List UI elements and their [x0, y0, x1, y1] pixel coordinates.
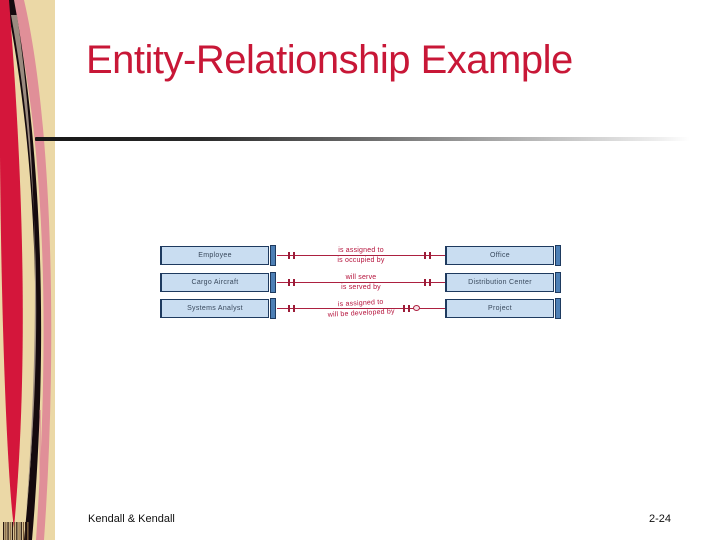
entity-employee: Employee — [160, 245, 276, 266]
relationship-label: will serve is served by — [301, 273, 421, 292]
strip-red-tie — [0, 0, 23, 528]
entity-box: Cargo Aircraft — [160, 273, 269, 292]
cardinality-tick — [288, 305, 290, 312]
entity-office: Office — [445, 245, 561, 266]
entity-label: Employee — [198, 252, 232, 259]
cardinality-tick — [408, 305, 410, 312]
entity-distribution-center: Distribution Center — [445, 272, 561, 293]
cardinality-tick — [429, 279, 431, 286]
relationship-label: is assigned to will be developed by — [296, 296, 427, 322]
relationship-label: is assigned to is occupied by — [301, 246, 421, 265]
entity-systems-analyst: Systems Analyst — [160, 298, 276, 319]
entity-box: Employee — [160, 246, 269, 265]
entity-3d-bar — [555, 298, 561, 319]
cardinality-tick — [288, 279, 290, 286]
cardinality-tick — [293, 305, 295, 312]
relationship-phrase-forward: is assigned to — [338, 247, 384, 254]
entity-label: Cargo Aircraft — [191, 279, 239, 286]
strip-fringe — [3, 522, 29, 540]
footer-author: Kendall & Kendall — [88, 513, 175, 525]
cardinality-tick — [293, 279, 295, 286]
relationship-line — [277, 308, 445, 309]
title-separator — [35, 137, 690, 141]
entity-cargo-aircraft: Cargo Aircraft — [160, 272, 276, 293]
relationship-phrase-reverse: is served by — [341, 283, 381, 291]
relationship-line — [277, 255, 445, 256]
decorative-side-strip — [0, 0, 55, 540]
entity-box: Project — [445, 299, 554, 318]
cardinality-tick — [424, 279, 426, 286]
entity-project: Project — [445, 298, 561, 319]
strip-gray-ribbon — [11, 15, 37, 515]
relationship-phrase-reverse: is occupied by — [337, 256, 385, 264]
er-row-analyst-project: Systems Analyst is assigned to will be d… — [160, 298, 562, 319]
entity-3d-bar — [270, 272, 276, 293]
er-row-aircraft-center: Cargo Aircraft will serve is served by D… — [160, 272, 562, 293]
entity-label: Distribution Center — [468, 279, 532, 286]
strip-pink-ribbon — [12, 0, 52, 540]
entity-3d-bar — [270, 298, 276, 319]
cardinality-tick — [403, 305, 405, 312]
relationship-phrase-forward: will serve — [345, 274, 377, 281]
er-row-employee-office: Employee is assigned to is occupied by O… — [160, 245, 562, 266]
cardinality-tick — [288, 252, 290, 259]
entity-box: Office — [445, 246, 554, 265]
entity-box: Systems Analyst — [160, 299, 269, 318]
strip-black-ribbon — [6, 0, 42, 540]
slide-title: Entity-Relationship Example — [86, 38, 573, 82]
cardinality-tick — [293, 252, 295, 259]
cardinality-tick — [429, 252, 431, 259]
relationship-line — [277, 282, 445, 283]
entity-label: Systems Analyst — [187, 305, 243, 312]
entity-box: Distribution Center — [445, 273, 554, 292]
strip-thin-line — [39, 410, 41, 525]
slide-page-number: 2-24 — [648, 513, 671, 525]
cardinality-zero-circle — [413, 305, 420, 311]
entity-3d-bar — [555, 245, 561, 266]
entity-3d-bar — [555, 272, 561, 293]
cardinality-tick — [424, 252, 426, 259]
entity-3d-bar — [270, 245, 276, 266]
entity-label: Office — [490, 252, 510, 259]
entity-label: Project — [488, 305, 512, 312]
